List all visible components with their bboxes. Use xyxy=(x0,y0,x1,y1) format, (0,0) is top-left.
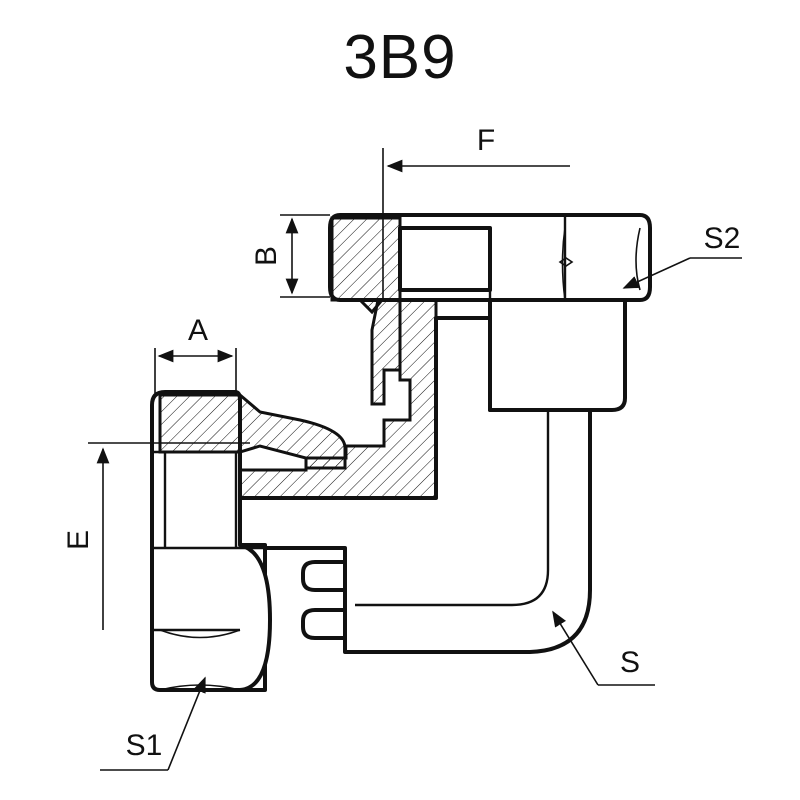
label-S1: S1 xyxy=(126,729,163,762)
label-S2: S2 xyxy=(704,222,741,255)
dimension-B: B xyxy=(250,214,330,298)
top-nut xyxy=(328,213,652,412)
label-E: E xyxy=(62,530,95,550)
dimension-F: F xyxy=(382,124,570,300)
label-B: B xyxy=(250,246,283,266)
dimension-E: E xyxy=(62,442,250,630)
label-S: S xyxy=(620,646,640,679)
part-code-title: 3B9 xyxy=(343,23,457,92)
leader-S: S xyxy=(552,610,655,686)
leader-S1: S1 xyxy=(100,676,206,771)
left-nut xyxy=(150,390,347,692)
label-A: A xyxy=(188,314,208,347)
label-F: F xyxy=(477,124,495,157)
leader-S2: S2 xyxy=(622,222,742,289)
dimension-A: A xyxy=(154,314,237,395)
